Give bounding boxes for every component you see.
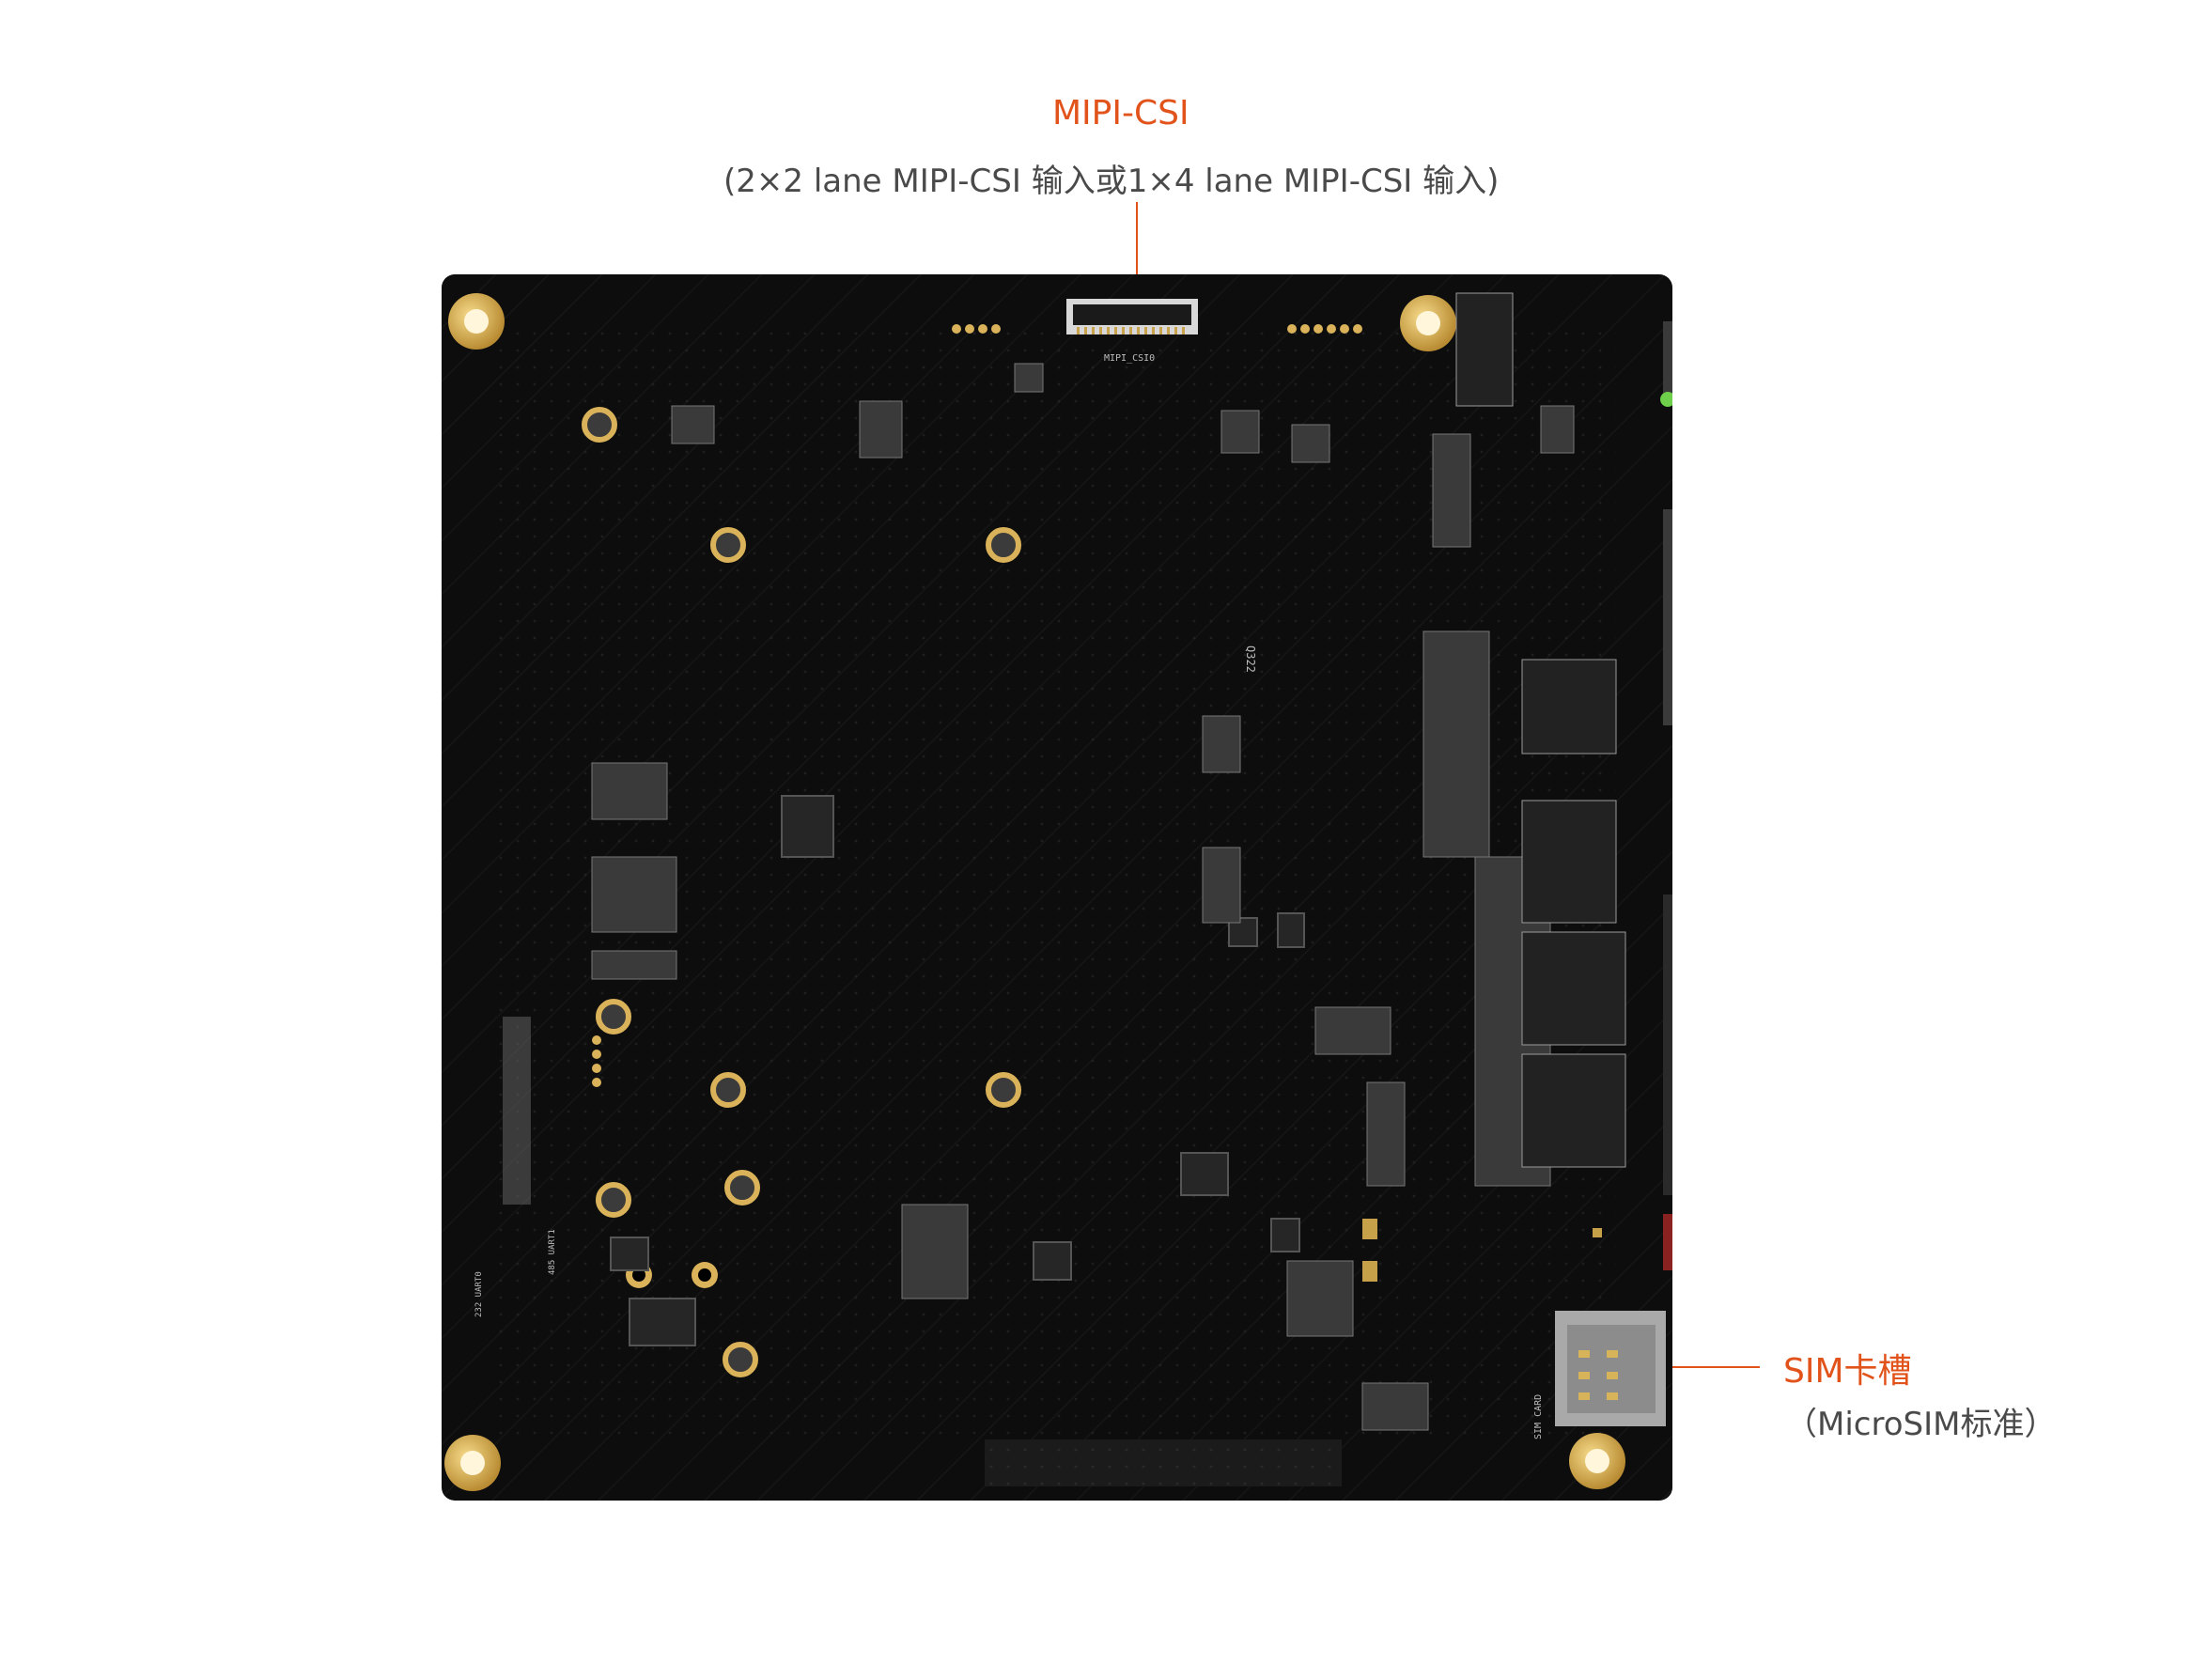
pcb-board-image: MIPI_CSI0 SIM CARD: [442, 274, 1672, 1501]
silkscreen-chip-mark: Q322: [1244, 646, 1257, 673]
silkscreen-sim-label: SIM CARD: [1533, 1394, 1544, 1439]
standoff-holes: [582, 407, 1021, 1377]
mipi-csi-leader-line: [1136, 202, 1138, 301]
mipi-csi-callout-subtitle: (2×2 lane MIPI-CSI 输入或1×4 lane MIPI-CSI …: [723, 163, 1500, 200]
mounting-holes: [444, 293, 1625, 1491]
silkscreen-uart0-label: 232 UART0: [474, 1271, 484, 1317]
sim-slot-callout-title: SIM卡槽: [1783, 1352, 1912, 1391]
sim-card-slot: [1555, 1311, 1666, 1426]
silkscreen-uart1-label: 485 UART1: [548, 1229, 557, 1275]
sim-slot-callout-subtitle: （MicroSIM标准）: [1785, 1406, 2057, 1443]
mipi-csi-connector: [1066, 299, 1198, 334]
audio-jack: [1663, 1214, 1672, 1270]
edge-connector-block: [1663, 894, 1672, 1195]
db9-serial-connector: [1663, 509, 1672, 725]
mipi-csi-callout-title: MIPI-CSI: [1052, 94, 1189, 132]
silkscreen-csi-label: MIPI_CSI0: [1104, 353, 1155, 364]
pin-header-left: [503, 1017, 531, 1205]
usb-connector: [1663, 321, 1672, 397]
connector-grids: [1455, 292, 1626, 1168]
sim-slot-leader-line: [1632, 1366, 1760, 1368]
test-pads: [592, 324, 1362, 1087]
ic-chips: [610, 795, 1305, 1346]
